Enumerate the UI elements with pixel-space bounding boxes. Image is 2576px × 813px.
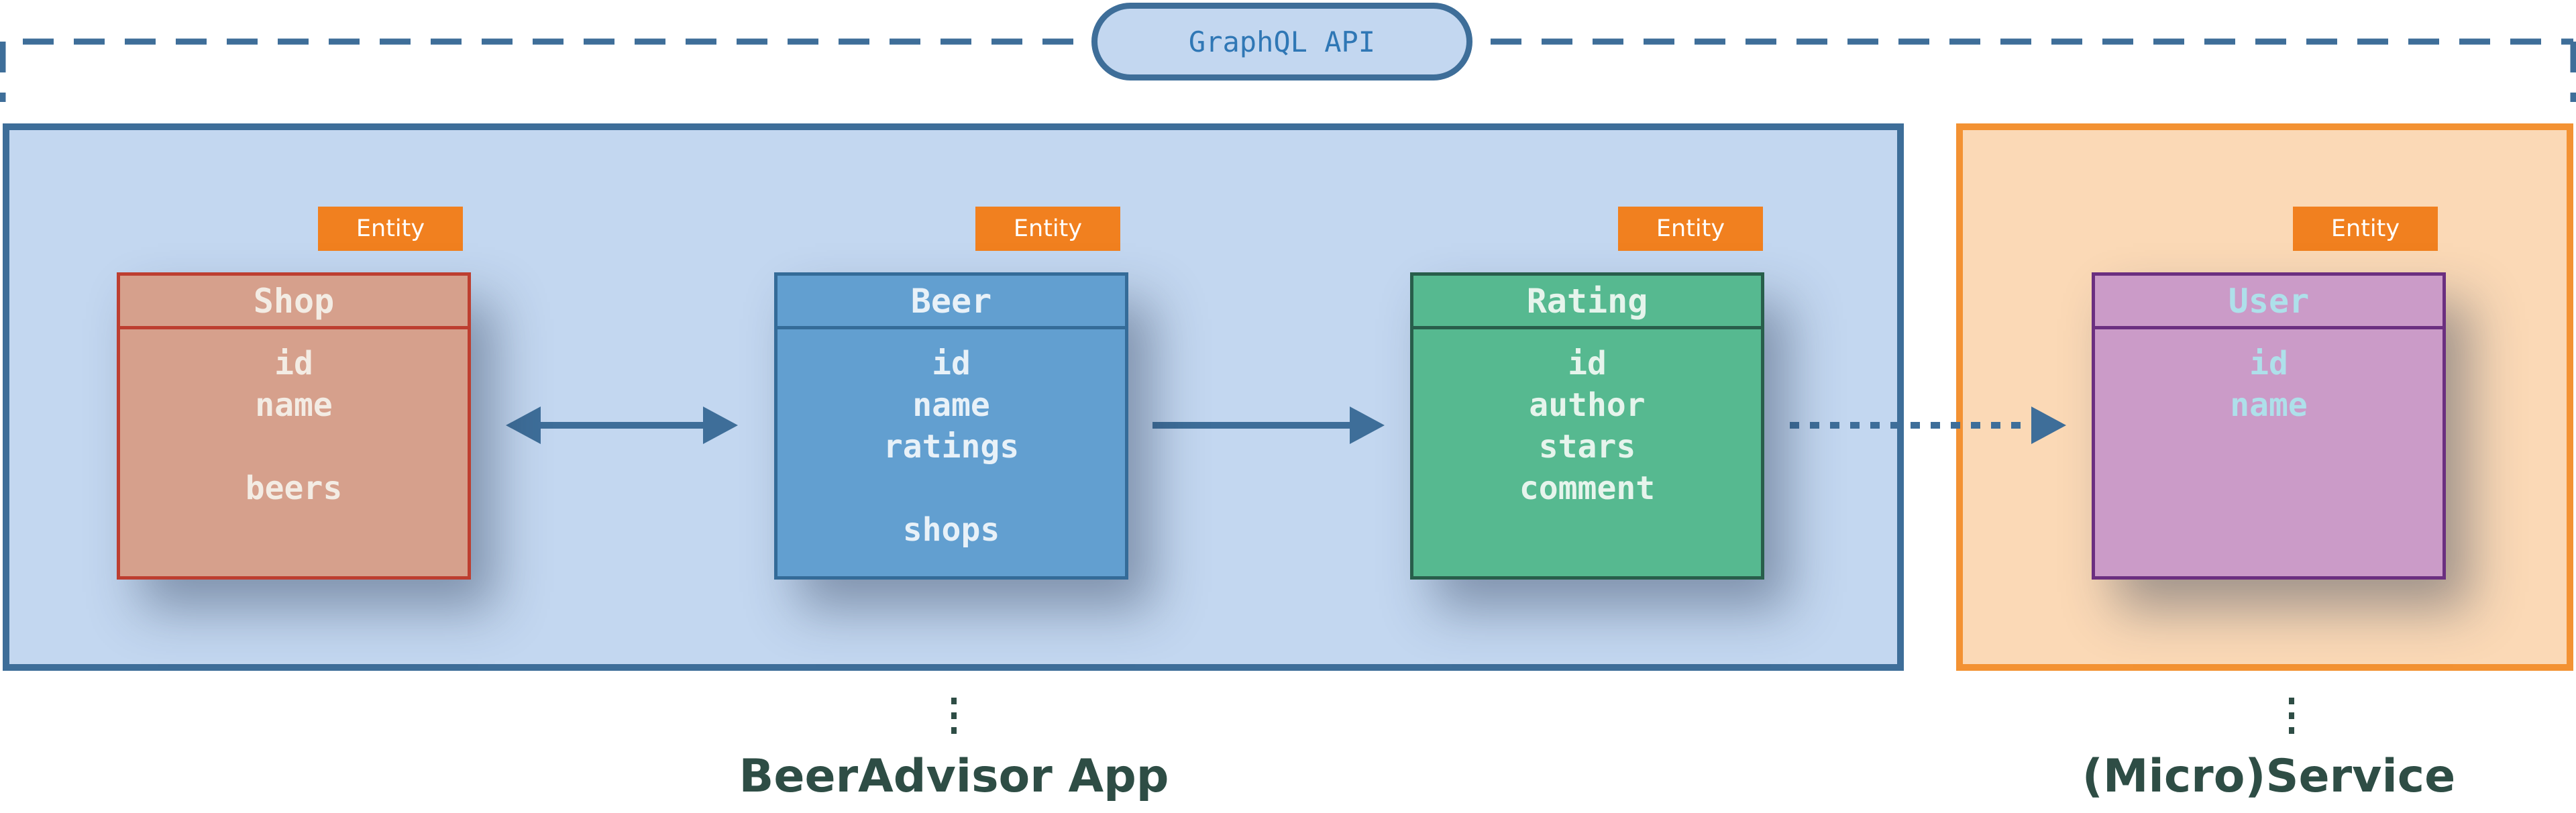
field: comment <box>1519 470 1656 507</box>
entity-tag: Entity <box>1618 207 1763 251</box>
field: beers <box>245 470 343 507</box>
shop-entity: Shop id name beers <box>117 272 471 580</box>
field: id <box>2249 345 2288 382</box>
entity-tag: Entity <box>975 207 1120 251</box>
caption-markers <box>951 698 2294 742</box>
field: ratings <box>883 428 1020 466</box>
entity-fields: id name <box>2095 329 2443 426</box>
field: id <box>274 345 313 382</box>
entity-tag: Entity <box>2293 207 2438 251</box>
rating-user-connector <box>1790 406 2066 444</box>
api-boundary <box>0 38 2576 102</box>
field: name <box>2230 386 2308 424</box>
field: id <box>932 345 971 382</box>
entity-fields: id author stars comment <box>1413 329 1761 509</box>
rating-entity: Rating id author stars comment <box>1410 272 1764 580</box>
field: name <box>912 386 990 424</box>
entity-fields: id name beers <box>120 329 468 509</box>
entity-title: User <box>2095 276 2443 329</box>
field <box>120 426 468 468</box>
beer-entity: Beer id name ratings shops <box>774 272 1128 580</box>
microservice-caption: (Micro)Service <box>2082 750 2456 803</box>
field: name <box>255 386 333 424</box>
entity-tag: Entity <box>318 207 463 251</box>
shop-beer-connector <box>506 406 738 444</box>
entity-title: Rating <box>1413 276 1761 329</box>
entity-title: Beer <box>777 276 1125 329</box>
field <box>777 468 1125 509</box>
graphql-api-label: GraphQL API <box>1091 3 1472 80</box>
entity-title: Shop <box>120 276 468 329</box>
entity-fields: id name ratings shops <box>777 329 1125 551</box>
beer-rating-connector <box>1152 406 1385 444</box>
field: author <box>1529 386 1646 424</box>
user-entity: User id name <box>2092 272 2446 580</box>
beeradvisor-app-caption: BeerAdvisor App <box>739 750 1169 803</box>
field: id <box>1568 345 1607 382</box>
field: stars <box>1538 428 1636 466</box>
field: shops <box>902 511 1000 549</box>
